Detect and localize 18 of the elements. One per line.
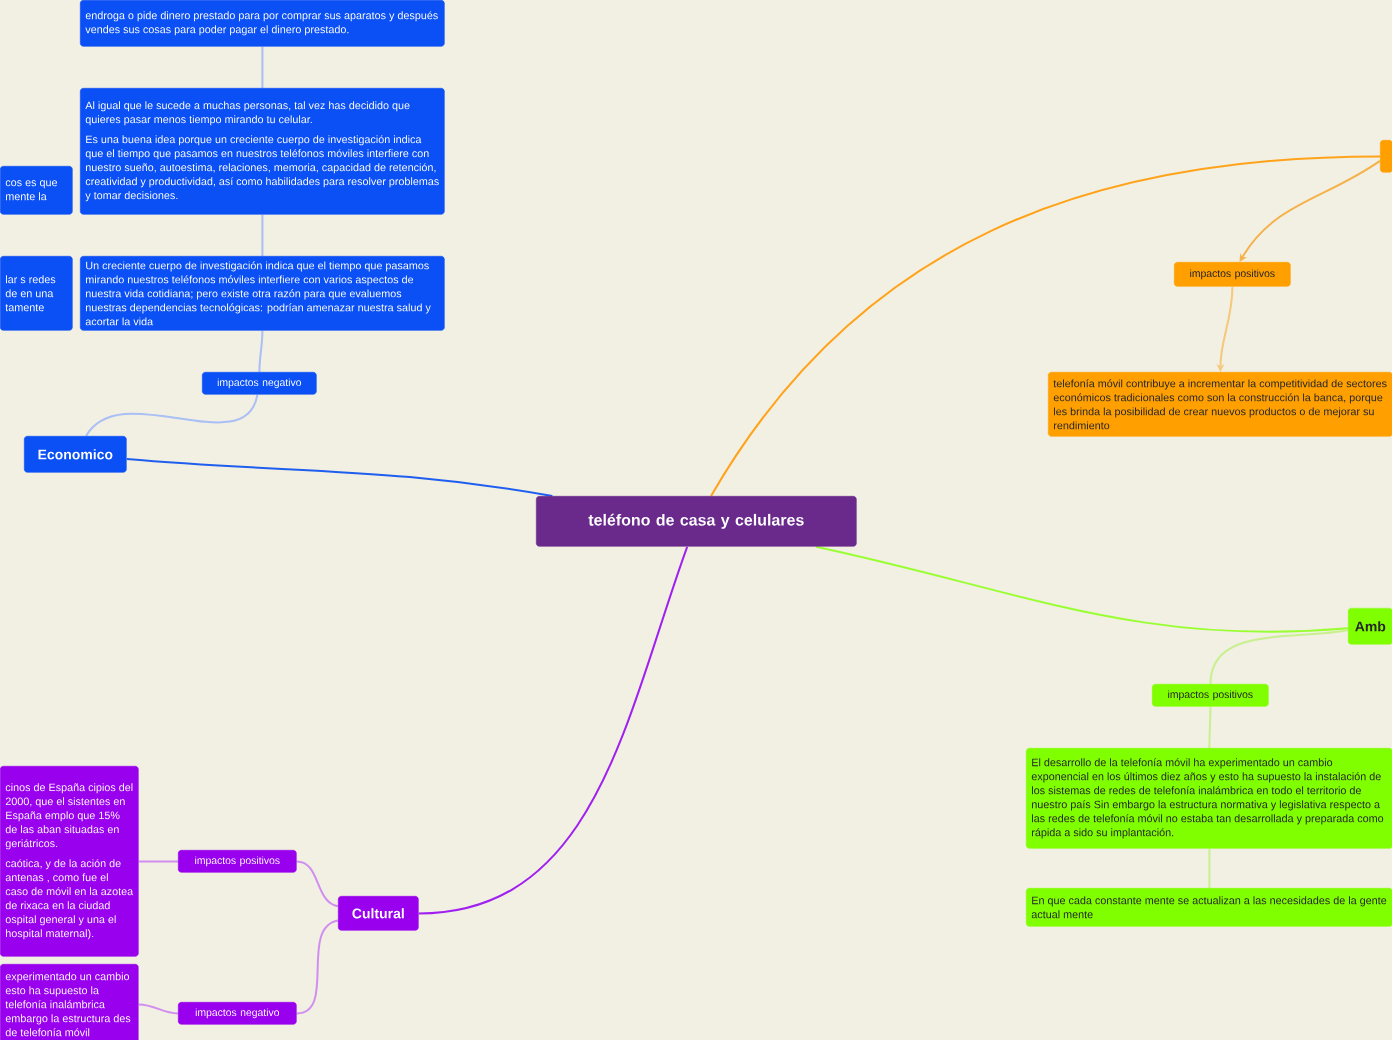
- connector: [1208, 847, 1211, 889]
- connector: [125, 457, 554, 497]
- connector: [137, 860, 179, 863]
- connector: [137, 1003, 179, 1015]
- connector: [814, 545, 1349, 633]
- connector: [1239, 159, 1381, 262]
- connector: [1208, 705, 1212, 749]
- connector: [258, 329, 264, 373]
- connector: [295, 919, 339, 1015]
- connector: [261, 45, 264, 89]
- connector: [1209, 629, 1349, 685]
- central-topic-box: teléfono de casa y celulares: [536, 496, 857, 547]
- connector: [261, 213, 264, 257]
- connector: [295, 860, 339, 908]
- connector: [417, 545, 689, 915]
- topic-box: [1380, 140, 1392, 173]
- connector: [85, 393, 259, 437]
- connector: [710, 155, 1381, 497]
